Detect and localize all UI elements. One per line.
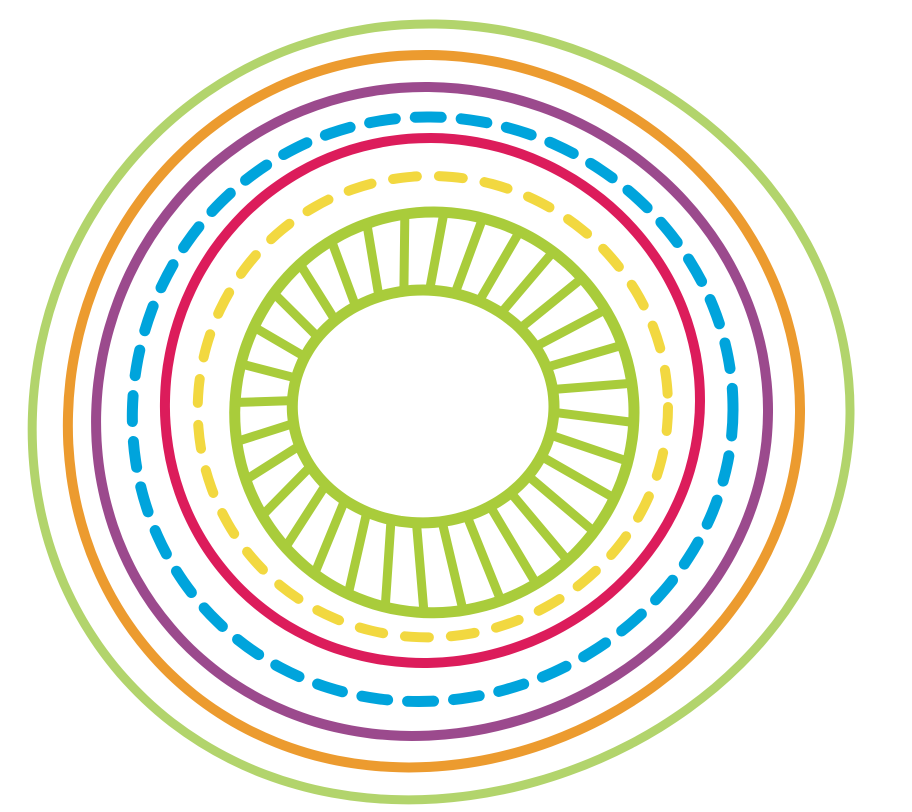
spoke <box>310 495 350 578</box>
spoke <box>425 207 449 295</box>
spoke <box>229 396 297 407</box>
spoke <box>548 378 637 395</box>
spoke <box>295 259 340 325</box>
spoke <box>506 488 573 566</box>
spoke <box>549 407 639 428</box>
spokes-group <box>229 207 639 618</box>
rings-group <box>27 19 855 805</box>
ring-orange <box>62 49 806 773</box>
spoke <box>268 288 323 342</box>
spoke <box>515 273 587 333</box>
spoke <box>536 451 620 503</box>
spoke <box>326 235 361 312</box>
spoke <box>281 480 331 552</box>
spoke <box>474 226 525 306</box>
spoke <box>248 322 310 362</box>
spoke <box>343 507 372 599</box>
ring-purple <box>91 81 774 741</box>
spoke <box>545 430 633 466</box>
spoke <box>523 471 600 537</box>
spoke <box>235 359 301 383</box>
spoke <box>437 517 468 616</box>
spoke <box>257 461 316 520</box>
spoke <box>485 501 542 590</box>
spoke <box>462 511 506 606</box>
spoke <box>231 418 298 447</box>
ring-yellow <box>192 170 674 643</box>
ring-outer-green <box>27 19 855 805</box>
spoke <box>496 247 558 318</box>
spoke <box>380 514 396 612</box>
spoke <box>399 209 410 296</box>
spoke <box>450 213 488 299</box>
spoke <box>411 518 429 618</box>
ring-red <box>159 132 706 668</box>
spoke <box>541 340 627 372</box>
ring-blue <box>126 111 739 708</box>
spoke <box>362 219 384 302</box>
spoke <box>530 305 611 352</box>
spoke <box>241 441 305 485</box>
ring-inner-green-inner <box>286 284 560 529</box>
